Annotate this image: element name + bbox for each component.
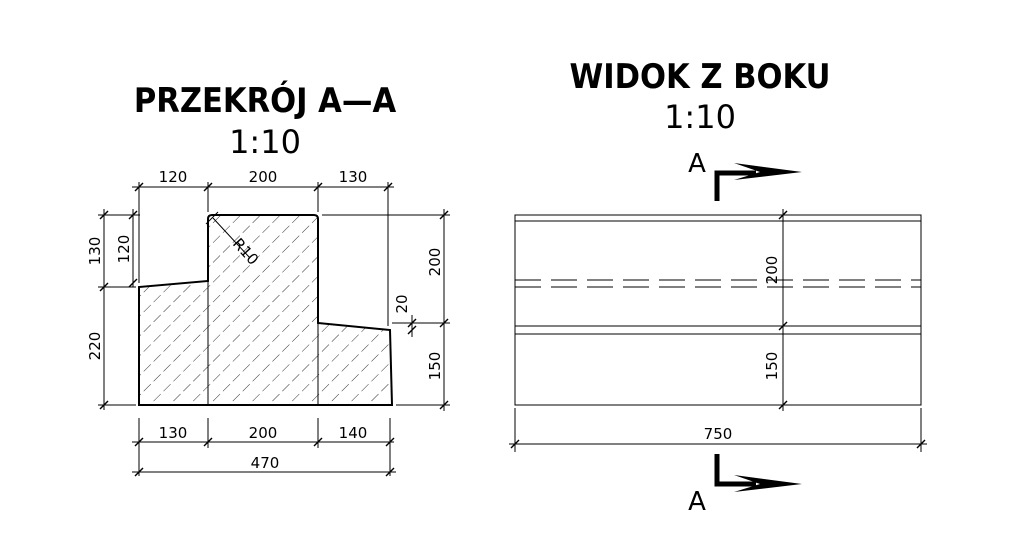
section-scale: 1:10 — [229, 123, 301, 161]
dim-left-1: 130 — [86, 237, 104, 266]
dim-right-2: 20 — [393, 294, 411, 313]
section-marker-bottom-arrow — [714, 454, 802, 492]
radius-leader — [205, 211, 251, 259]
dim-top-3: 130 — [339, 168, 368, 186]
dim-bottom-1: 130 — [159, 424, 188, 442]
dim-top-1: 120 — [159, 168, 188, 186]
dim-chain-right — [322, 209, 450, 411]
dim-top-2: 200 — [249, 168, 278, 186]
side-dim-upper: 200 — [763, 256, 781, 285]
side-view-block — [514, 214, 922, 406]
dim-right-3: 150 — [426, 352, 444, 381]
section-profile — [138, 214, 394, 406]
side-view-scale: 1:10 — [664, 98, 736, 136]
dim-right-1: 200 — [426, 248, 444, 277]
dim-bottom-2: 200 — [249, 424, 278, 442]
section-marker-top-label: A — [688, 149, 706, 179]
dim-chain-top — [132, 182, 394, 326]
dim-left-2: 120 — [115, 235, 133, 264]
dim-total: 470 — [251, 454, 280, 472]
dim-chain-left — [98, 209, 140, 410]
dim-chain-bottom — [132, 418, 396, 477]
side-view-dim-length — [509, 408, 927, 452]
side-view-title: WIDOK Z BOKU — [570, 57, 831, 97]
side-dim-length: 750 — [704, 425, 733, 443]
dim-bottom-3: 140 — [339, 424, 368, 442]
side-dim-lower: 150 — [763, 352, 781, 381]
section-marker-bottom-label: A — [688, 487, 706, 517]
section-marker-top-arrow — [714, 163, 802, 201]
side-view-dim-vertical — [778, 209, 788, 411]
dim-left-3: 220 — [86, 332, 104, 361]
section-title: PRZEKRÓJ A—A — [134, 80, 397, 121]
